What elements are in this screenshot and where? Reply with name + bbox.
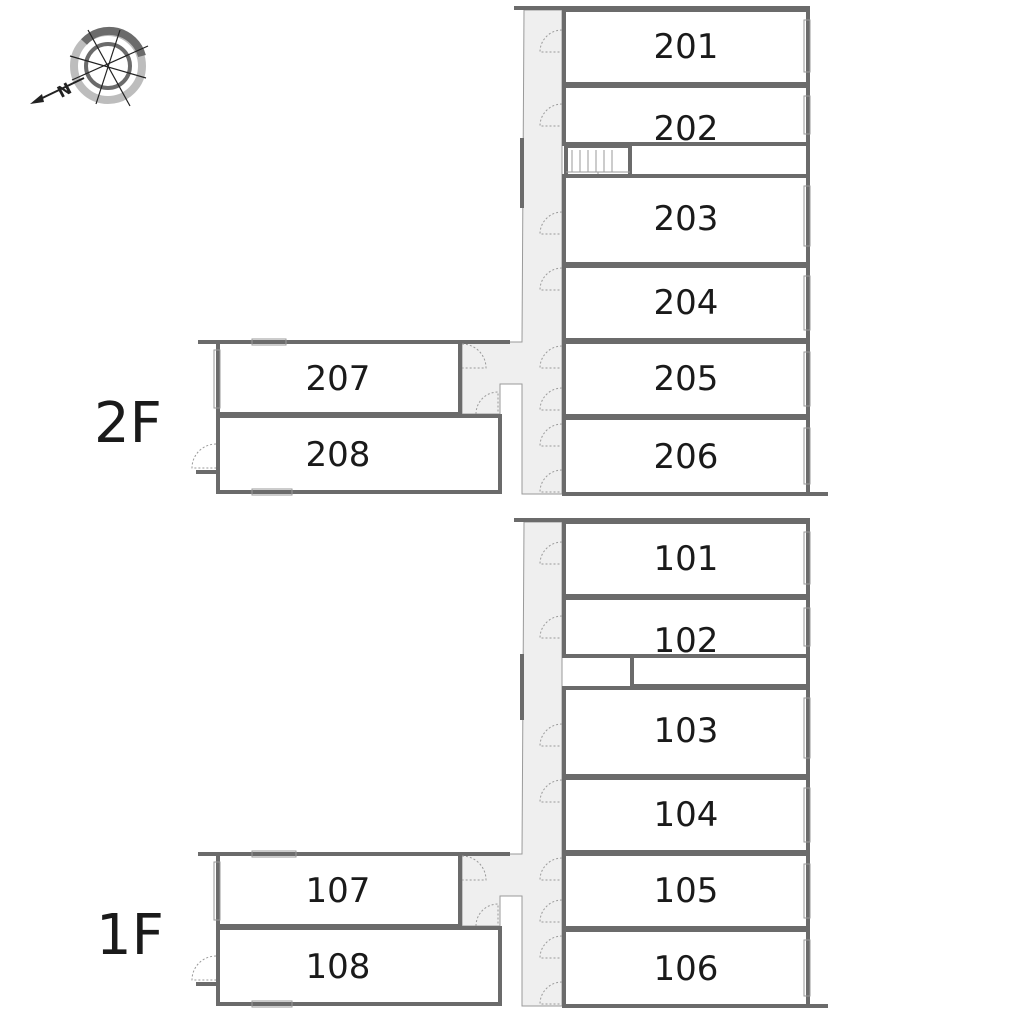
floor-label-2f: 2F [94, 391, 162, 456]
unit-103-label: 103 [654, 711, 719, 751]
unit-202-label: 202 [654, 109, 719, 149]
north-label: N [54, 79, 75, 102]
unit-102-label: 102 [654, 621, 719, 661]
unit-204-label: 204 [654, 283, 719, 323]
unit-106-label: 106 [654, 949, 719, 989]
unit-203-label: 203 [654, 199, 719, 239]
unit-206-label: 206 [654, 437, 719, 477]
unit-107-label: 107 [306, 871, 371, 911]
floor-1f: 101 102 103 104 105 106 107 108 1F [96, 518, 828, 1008]
unit-105-label: 105 [654, 871, 719, 911]
unit-101-label: 101 [654, 539, 719, 579]
floor-label-1f: 1F [96, 903, 164, 968]
unit-104-label: 104 [654, 795, 719, 835]
unit-108-label: 108 [306, 947, 371, 987]
compass-icon: N [30, 26, 149, 107]
unit-207-label: 207 [306, 359, 371, 399]
unit-201-label: 201 [654, 27, 719, 67]
floor-2f: 201 202 203 204 205 206 207 208 2F [94, 6, 828, 496]
unit-205-label: 205 [654, 359, 719, 399]
unit-208-label: 208 [306, 435, 371, 475]
